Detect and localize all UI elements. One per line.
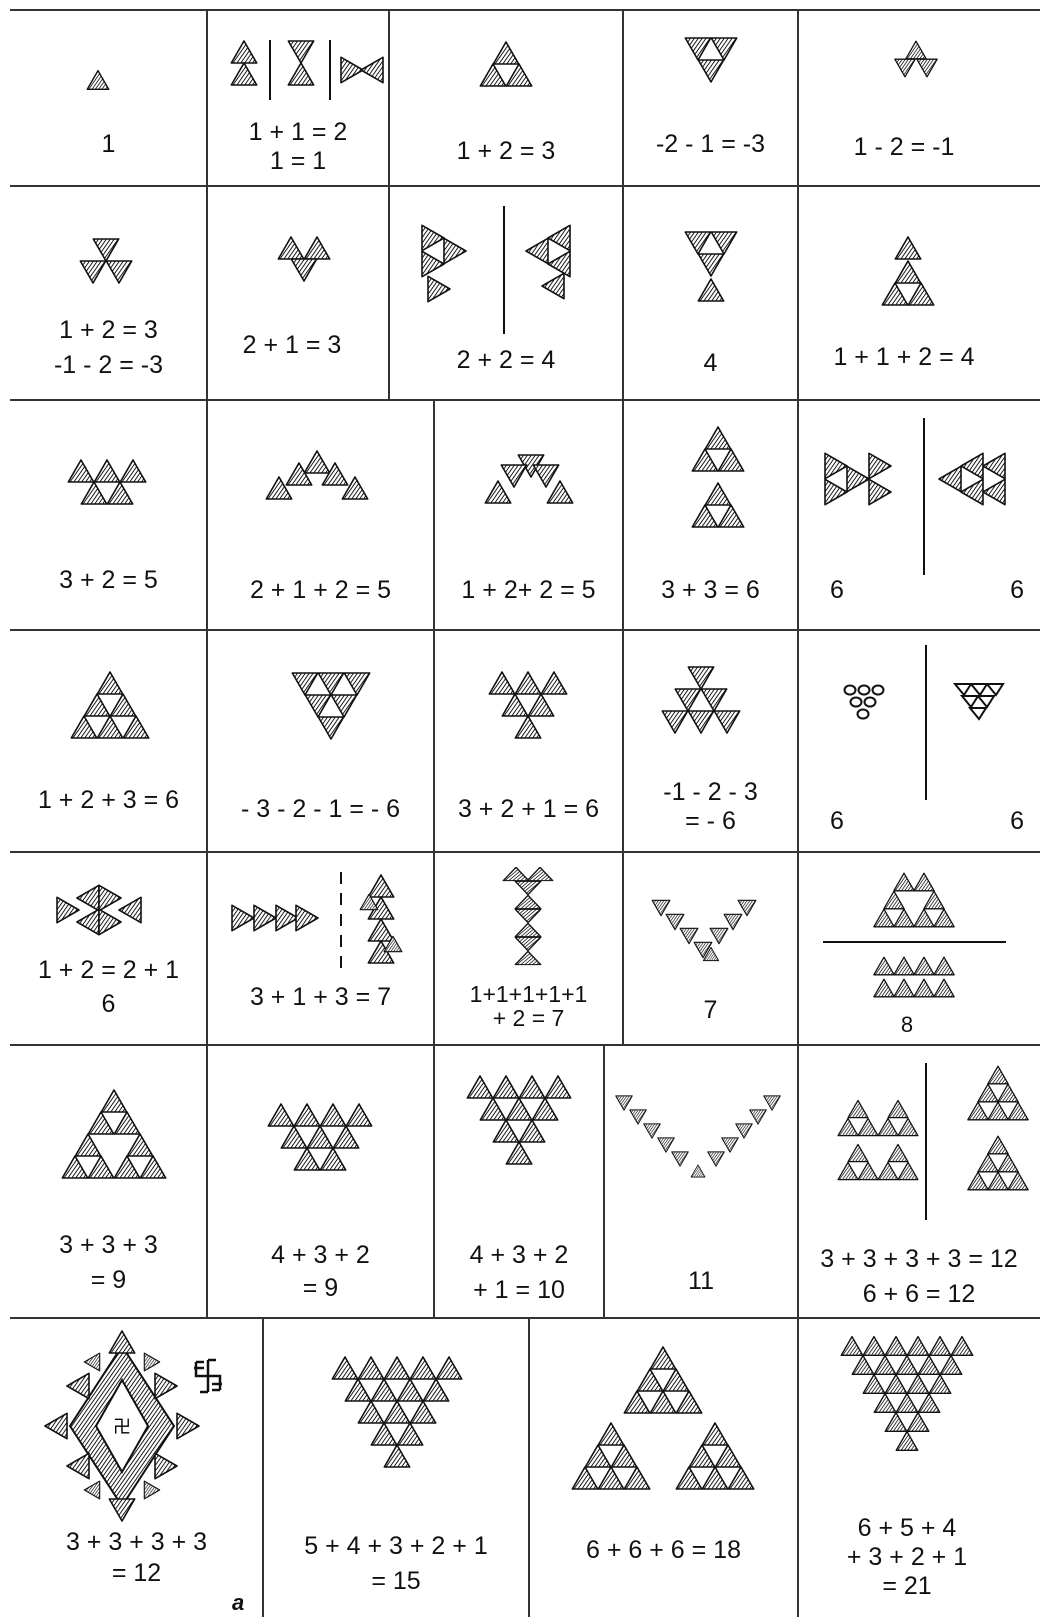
equation-label: 3 + 2 = 5 — [10, 566, 207, 595]
equation-label: 3 + 2 + 1 = 6 — [434, 795, 623, 824]
equation-label: -1 - 2 - 3= - 6 — [623, 778, 798, 836]
equation-label: 2 + 2 = 4 — [389, 346, 623, 375]
cell-r2-c2: 2 + 1 = 3 — [207, 186, 389, 400]
equation-label: 5 + 4 + 3 + 2 + 1= 15 — [263, 1532, 529, 1596]
cell-r3-c1: 3 + 2 = 5 — [10, 400, 207, 630]
equation-label: 3 + 3 = 6 — [623, 576, 798, 605]
triangle-pattern-icon — [623, 10, 798, 186]
cell-r5-c4: 7 — [623, 852, 798, 1045]
equation-label: 2 + 1 = 3 — [207, 331, 377, 360]
equation-label: - 3 - 2 - 1 = - 6 — [207, 795, 434, 824]
equation-label: -2 - 1 = -3 — [623, 130, 798, 159]
cell-r6-c2: 4 + 3 + 2= 9 — [207, 1045, 434, 1318]
equation-label: 1 — [10, 130, 207, 159]
cell-r1-c3: 1 + 2 = 3 — [389, 10, 623, 186]
equation-label: 4 + 3 + 2+ 1 = 10 — [434, 1241, 604, 1305]
cell-r2-c1: 1 + 2 = 3-1 - 2 = -3 — [10, 186, 207, 400]
svg-text:卍: 卍 — [113, 1417, 131, 1438]
equation-label: 1 + 2 = 3 — [389, 137, 623, 166]
equation-label: 3 + 1 + 3 = 7 — [207, 983, 434, 1012]
triangle-pattern-icon — [10, 400, 207, 630]
cell-r5-c5: 8 — [798, 852, 1040, 1045]
equation-label: 7 — [623, 996, 798, 1025]
equation-label: 1 + 1 + 2 = 4 — [798, 343, 1010, 372]
figure-letter: a — [232, 1590, 244, 1616]
cell-r3-c5: 6 6 — [798, 400, 1040, 630]
cell-r4-c5: 6 6 — [798, 630, 1040, 852]
triangle-pattern-icon — [207, 186, 389, 400]
cell-r1-c4: -2 - 1 = -3 — [623, 10, 798, 186]
cell-r2-c3: 2 + 2 = 4 — [389, 186, 623, 400]
cell-r7-c1: 卍 3 + 3 + 3 + 3= 12 — [10, 1318, 263, 1617]
equation-label: 4 — [623, 349, 798, 378]
cell-r7-c3: 6 + 6 + 6 = 18 — [529, 1318, 798, 1617]
cell-r4-c3: 3 + 2 + 1 = 6 — [434, 630, 623, 852]
equation-label: 4 + 3 + 2= 9 — [207, 1241, 434, 1303]
cell-r2-c4: 4 — [623, 186, 798, 400]
equation-label: 2 + 1 + 2 = 5 — [207, 576, 434, 605]
equation-label: 1 + 2 = 3-1 - 2 = -3 — [10, 316, 207, 380]
triangle-pattern-icon — [10, 10, 207, 186]
cell-r7-c2: 5 + 4 + 3 + 2 + 1= 15 — [263, 1318, 529, 1617]
triangle-pattern-icon — [529, 1318, 798, 1617]
equation-label: 1 - 2 = -1 — [798, 133, 1010, 162]
equation-label: 1 + 2 + 3 = 6 — [10, 786, 207, 815]
cell-r7-c4: 6 + 5 + 4+ 3 + 2 + 1= 21 — [798, 1318, 1040, 1617]
equation-label: 6 + 5 + 4+ 3 + 2 + 1= 21 — [798, 1514, 1016, 1601]
count-label-left: 6 — [830, 576, 844, 605]
equation-label: 11 — [604, 1267, 798, 1296]
count-label-right: 6 — [1010, 807, 1024, 836]
cell-r4-c2: - 3 - 2 - 1 = - 6 — [207, 630, 434, 852]
equation-label: 1+1+1+1+1+ 2 = 7 — [434, 982, 623, 1030]
equation-label: 6 + 6 + 6 = 18 — [529, 1536, 798, 1565]
equation-label: 3 + 3 + 3 + 3= 12 — [10, 1528, 263, 1588]
equation-label: 1 + 2+ 2 = 5 — [434, 576, 623, 605]
cell-r3-c2: 2 + 1 + 2 = 5 — [207, 400, 434, 630]
cell-r6-c1: 3 + 3 + 3= 9 — [10, 1045, 207, 1318]
count-label: 8 — [798, 1010, 1016, 1039]
triangle-pattern-icon — [10, 630, 207, 852]
cell-r6-c4: 11 — [604, 1045, 798, 1318]
equation-label: 3 + 3 + 3= 9 — [10, 1231, 207, 1295]
cell-r3-c3: 1 + 2+ 2 = 5 — [434, 400, 623, 630]
cell-r5-c3: 1+1+1+1+1+ 2 = 7 — [434, 852, 623, 1045]
cell-r3-c4: 3 + 3 = 6 — [623, 400, 798, 630]
count-label-left: 6 — [830, 807, 844, 836]
cell-r5-c2: 3 + 1 + 3 = 7 — [207, 852, 434, 1045]
triangle-pattern-icon — [207, 852, 434, 1045]
cell-r4-c1: 1 + 2 + 3 = 6 — [10, 630, 207, 852]
cell-r1-c1: 1 — [10, 10, 207, 186]
cell-r1-c5: 1 - 2 = -1 — [798, 10, 1040, 186]
cell-r2-c5: 1 + 1 + 2 = 4 — [798, 186, 1040, 400]
cell-r6-c3: 4 + 3 + 2+ 1 = 10 — [434, 1045, 604, 1318]
cell-r4-c4: -1 - 2 - 3= - 6 — [623, 630, 798, 852]
count-label-right: 6 — [1010, 576, 1024, 605]
